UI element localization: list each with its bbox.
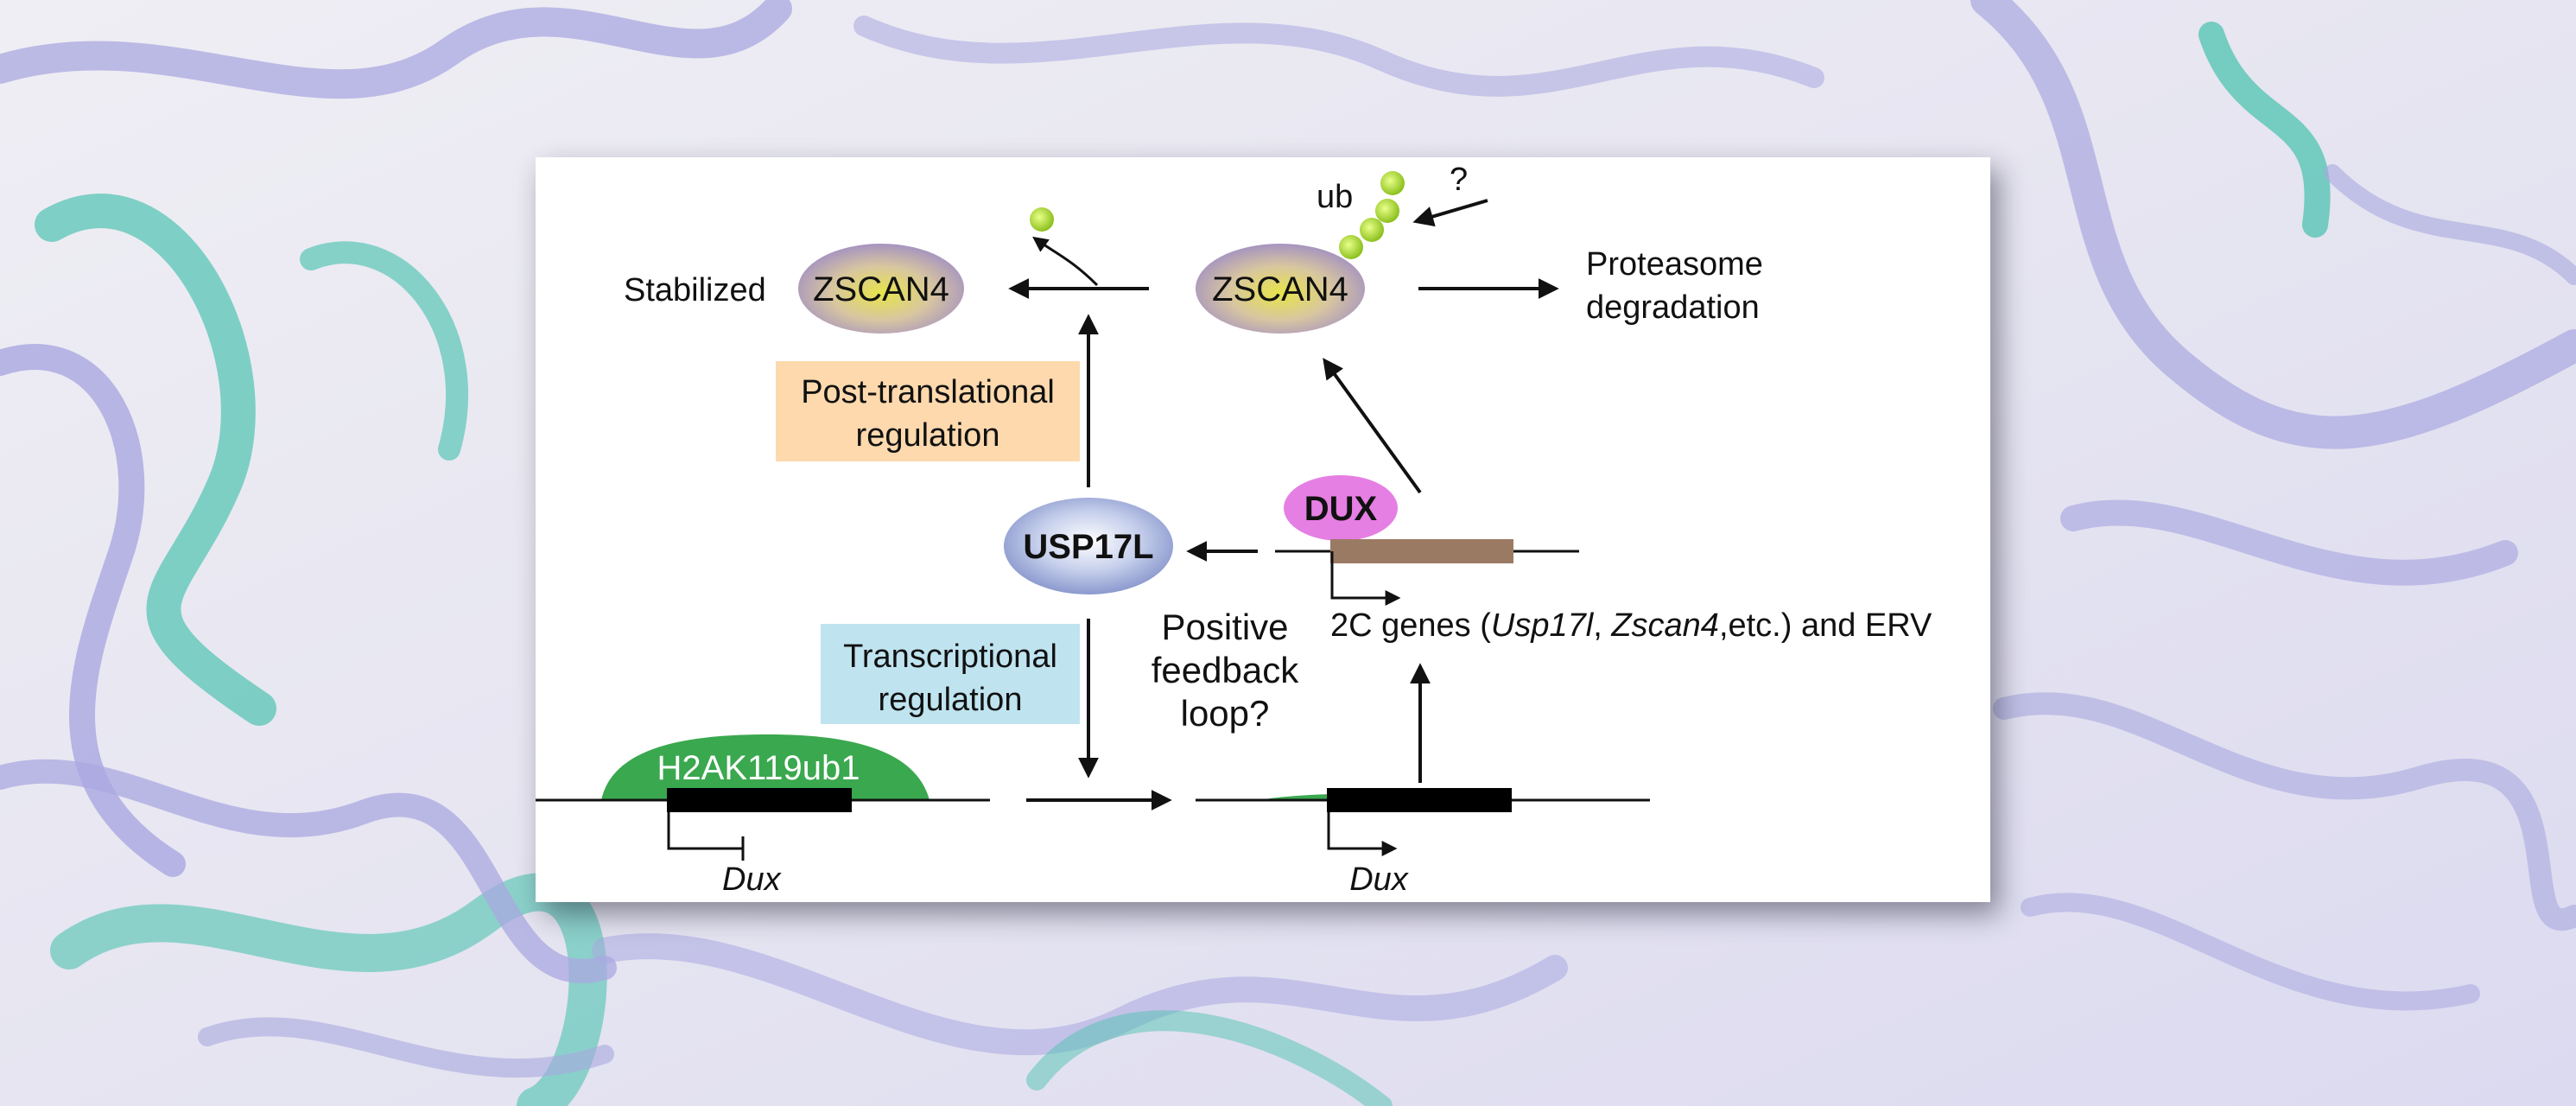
- dux-active-tss-arrow: [1327, 812, 1398, 856]
- usp17l-protein: USP17L: [1004, 498, 1173, 594]
- zscan4-stabilized-protein: ZSCAN4: [798, 244, 964, 334]
- regulation-diagram: Stabilized ZSCAN4 ZSCAN4 ub ? Proteasome…: [536, 162, 1932, 898]
- usp17l-label: USP17L: [1023, 528, 1153, 566]
- ub-label: ub: [1317, 179, 1353, 215]
- h2ak119ub1-mark: [601, 734, 930, 800]
- transcriptional-box: Transcriptional regulation: [821, 624, 1080, 724]
- zscan4-left-label: ZSCAN4: [813, 270, 949, 308]
- transcriptional-line2: regulation: [879, 682, 1023, 718]
- positive-feedback-line2: feedback: [1152, 650, 1299, 690]
- proteasome-label-line1: Proteasome: [1586, 246, 1763, 283]
- post-translational-box: Post-translational regulation: [776, 361, 1080, 461]
- dux-to-zscan4-arrow: [1323, 358, 1422, 494]
- positive-feedback-line3: loop?: [1181, 693, 1270, 734]
- h2ak119ub1-label: H2AK119ub1: [657, 749, 860, 787]
- dux-gene-left-label: Dux: [722, 861, 783, 898]
- transcriptional-line1: Transcriptional: [843, 639, 1057, 675]
- dux-gene-bar-left: [667, 788, 852, 812]
- zscan4-right-label: ZSCAN4: [1212, 270, 1348, 308]
- dux-gene-bar-right: [1327, 788, 1512, 812]
- released-ub-circle: [1030, 207, 1054, 232]
- stabilized-label: Stabilized: [624, 272, 766, 308]
- dux-protein: DUX: [1284, 475, 1398, 541]
- dux-protein-label: DUX: [1304, 490, 1378, 528]
- unknown-ligase-arrow: [1412, 199, 1488, 227]
- two-c-usp17l: Usp17l: [1491, 607, 1595, 644]
- two-c-zscan4: Zscan4: [1610, 607, 1719, 644]
- zscan4-ubiquitinated-protein: ZSCAN4: [1196, 244, 1365, 334]
- question-mark: ?: [1450, 162, 1468, 198]
- post-translational-line1: Post-translational: [801, 374, 1055, 410]
- proteasome-label-line2: degradation: [1586, 289, 1760, 326]
- ub-release-arrow: [1032, 236, 1099, 287]
- post-translational-line2: regulation: [856, 417, 1000, 454]
- two-c-comma: ,: [1593, 607, 1611, 644]
- ubiquitin-chain: [1339, 171, 1405, 259]
- two-c-genes-label: 2C genes (Usp17l, Zscan4,etc.) and ERV: [1330, 607, 1932, 644]
- two-c-suffix: ,etc.) and ERV: [1719, 607, 1932, 644]
- positive-feedback-line1: Positive: [1161, 607, 1288, 647]
- two-c-prefix: 2C genes (: [1330, 607, 1491, 644]
- dux-gene-right-label: Dux: [1349, 861, 1410, 898]
- two-c-tss-arrow: [1330, 551, 1401, 606]
- two-c-gene-bar: [1330, 539, 1513, 563]
- dux-repressed-tss: [667, 812, 745, 861]
